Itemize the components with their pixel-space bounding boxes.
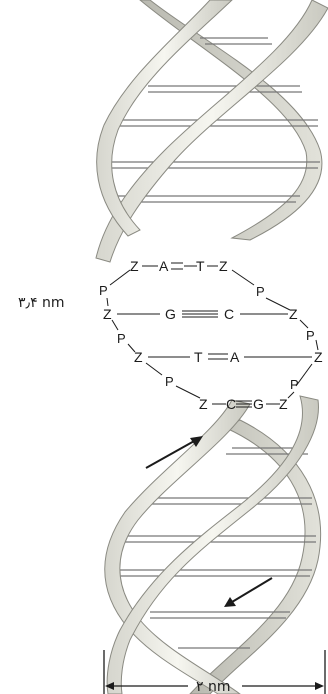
bp1-left-sugar: Z [130, 258, 139, 274]
phosphate-right-3: P [290, 377, 299, 392]
bp4-left-sugar: Z [199, 396, 208, 412]
bp1-left-base: A [159, 258, 169, 274]
strand-direction-arrow-down [224, 578, 272, 607]
phosphate-right-1: P [256, 284, 265, 299]
bp2-right-base: C [224, 306, 234, 322]
bp2-right-sugar: Z [289, 306, 298, 322]
bp3-right-sugar: Z [314, 349, 323, 365]
lower-helix [105, 396, 321, 694]
pitch-label: ۳٫۴ nm [18, 295, 65, 311]
bp1-right-sugar: Z [219, 258, 228, 274]
phosphate-left-1: P [99, 283, 108, 298]
bp2-left-sugar: Z [103, 306, 112, 322]
bp4-left-base: C [226, 396, 236, 412]
phosphate-right-2: P [306, 328, 315, 343]
bp3-right-base: A [230, 349, 240, 365]
base-pair-ladder [107, 263, 318, 407]
phosphate-left-3: P [165, 374, 174, 389]
bp1-right-base: T [196, 258, 205, 274]
bp3-left-sugar: Z [134, 349, 143, 365]
bp2-left-base: G [165, 306, 176, 322]
upper-helix [96, 0, 328, 262]
bp3-left-base: T [194, 349, 203, 365]
bp4-right-base: G [253, 396, 264, 412]
bp4-right-sugar: Z [279, 396, 288, 412]
width-arrow-right [315, 682, 324, 690]
phosphate-left-2: P [117, 331, 126, 346]
width-label: ۲ nm [196, 679, 230, 694]
lower-back-strand [190, 420, 321, 694]
